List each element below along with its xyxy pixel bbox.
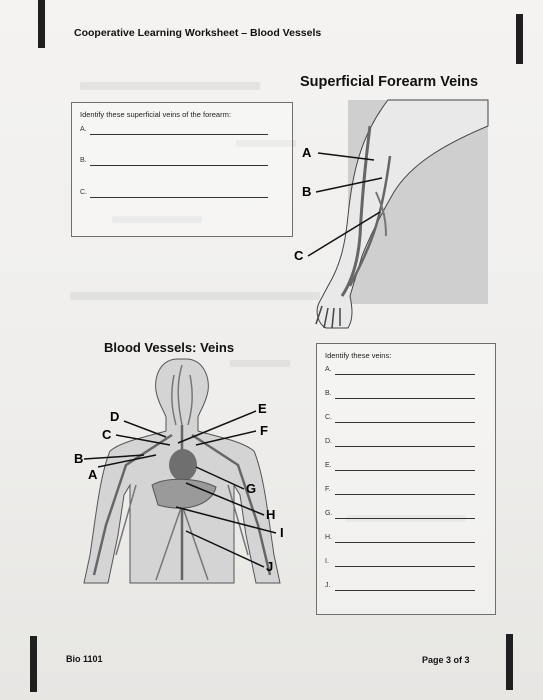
bleed-through-text	[230, 360, 290, 367]
veins-blank-b: B.	[325, 390, 485, 399]
veins-blank-a: A.	[325, 366, 485, 375]
branch-veins	[115, 484, 249, 581]
label-b: B	[302, 184, 311, 199]
blank-label: E.	[325, 462, 332, 469]
forearm-blank-c: C.	[80, 189, 280, 198]
blank-label: B.	[80, 157, 87, 164]
head-veins	[171, 364, 193, 426]
right-margin-bar-bottom	[506, 634, 513, 690]
leader-line-d	[123, 420, 167, 438]
answer-line[interactable]	[335, 542, 475, 543]
fingers	[315, 305, 341, 329]
course-code: Bio 1101	[66, 654, 103, 664]
blank-label: H.	[325, 534, 332, 541]
label-d: D	[110, 409, 119, 424]
blank-label: F.	[325, 486, 331, 493]
leader-line-a	[97, 454, 157, 468]
liver	[151, 478, 217, 509]
veins-section-title: Blood Vessels: Veins	[104, 340, 235, 355]
leader-line-b	[315, 177, 383, 193]
blank-label: C.	[80, 189, 87, 196]
forearm-blank-b: B.	[80, 157, 280, 166]
veins-blank-c: C.	[325, 414, 485, 423]
leader-line-g	[195, 466, 245, 490]
answer-line[interactable]	[335, 398, 475, 399]
blank-label: G.	[325, 510, 333, 517]
body-veins-illustration: D C B A E F G H I J	[74, 358, 284, 584]
leader-line-b	[83, 454, 145, 460]
answer-line[interactable]	[335, 518, 475, 519]
blank-label: D.	[325, 438, 332, 445]
label-f: F	[260, 423, 268, 438]
answer-line[interactable]	[335, 494, 475, 495]
label-a: A	[302, 145, 312, 160]
worksheet-title: Cooperative Learning Worksheet – Blood V…	[74, 27, 322, 39]
blank-label: I.	[325, 558, 329, 565]
forearm-answer-box: Identify these superficial veins of the …	[71, 102, 293, 237]
blank-label: A.	[80, 126, 87, 133]
forearm-section-title: Superficial Forearm Veins	[300, 74, 479, 90]
veins-blank-d: D.	[325, 438, 485, 447]
leader-line-e	[177, 410, 257, 444]
veins-blank-e: E.	[325, 462, 485, 471]
forearm-blank-a: A.	[80, 126, 280, 135]
blank-label: A.	[325, 366, 332, 373]
veins-blank-f: F.	[325, 486, 485, 495]
right-margin-bar-top	[516, 14, 523, 64]
label-a: A	[88, 467, 98, 482]
veins-blank-i: I.	[325, 558, 485, 567]
blank-label: B.	[325, 390, 332, 397]
leader-line-a	[317, 152, 375, 161]
answer-line[interactable]	[335, 374, 475, 375]
forearm-prompt: Identify these superficial veins of the …	[80, 110, 231, 119]
label-h: H	[266, 507, 275, 522]
veins-answer-box: Identify these veins: A. B. C. D. E. F. …	[316, 343, 496, 615]
page-number: Page 3 of 3	[422, 655, 470, 665]
label-e: E	[258, 401, 267, 416]
label-c: C	[294, 248, 304, 263]
leader-line-i	[175, 506, 277, 534]
bleed-through-text	[112, 216, 202, 223]
arm-outline	[316, 99, 489, 329]
answer-line[interactable]	[335, 590, 475, 591]
answer-line[interactable]	[90, 165, 268, 166]
label-i: I	[280, 525, 284, 540]
bleed-through-text	[236, 140, 296, 147]
bleed-through-text	[80, 82, 260, 90]
answer-line[interactable]	[90, 197, 268, 198]
leader-line-h	[185, 482, 265, 516]
heart	[169, 449, 197, 481]
leader-line-c	[307, 211, 381, 257]
forearm-veins-illustration: A B C	[294, 99, 489, 329]
answer-line[interactable]	[335, 566, 475, 567]
veins-blank-j: J.	[325, 582, 485, 591]
blank-label: J.	[325, 582, 331, 589]
label-c: C	[102, 427, 112, 442]
answer-line[interactable]	[335, 446, 475, 447]
leader-line-c	[115, 434, 171, 446]
blank-label: C.	[325, 414, 332, 421]
label-b: B	[74, 451, 83, 466]
answer-line[interactable]	[90, 134, 268, 135]
left-margin-bar-top	[38, 0, 45, 48]
cephalic-vein	[340, 125, 372, 297]
veins-blank-h: H.	[325, 534, 485, 543]
connecting-vein	[375, 191, 387, 237]
label-g: G	[246, 481, 256, 496]
label-j: J	[266, 559, 273, 574]
left-margin-bar-bottom	[30, 636, 37, 692]
median-vein	[348, 155, 392, 287]
bleed-through-text	[70, 292, 320, 300]
veins-blank-g: G.	[325, 510, 485, 519]
veins-prompt: Identify these veins:	[325, 351, 392, 360]
leader-line-f	[195, 430, 257, 446]
answer-line[interactable]	[335, 470, 475, 471]
answer-line[interactable]	[335, 422, 475, 423]
leader-line-j	[185, 530, 265, 568]
